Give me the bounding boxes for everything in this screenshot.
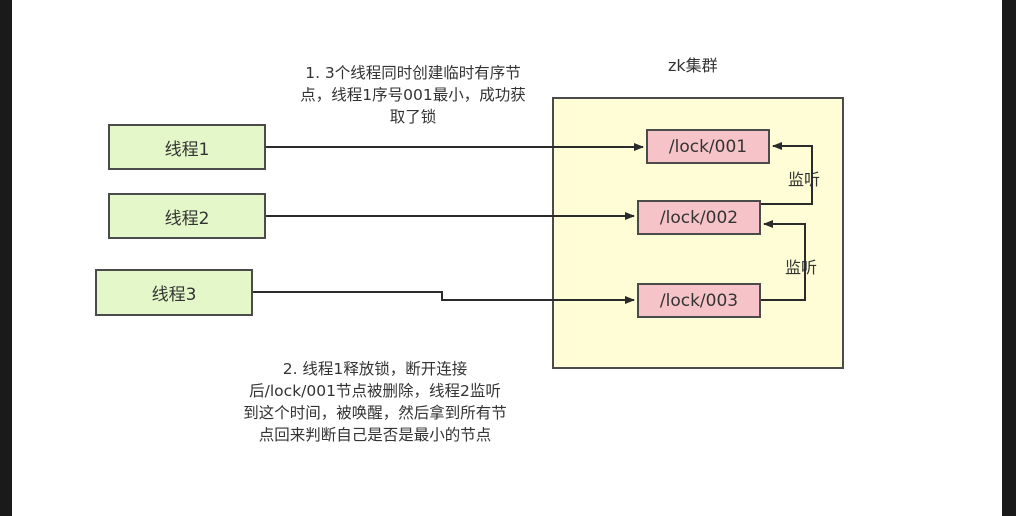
note-step-2-line: 到这个时间，被唤醒，然后拿到所有节 bbox=[243, 404, 507, 422]
note-step-2: 2. 线程1释放锁，断开连接 后/lock/001节点被删除，线程2监听 到这个… bbox=[170, 358, 580, 446]
thread-2-box: 线程2 bbox=[108, 193, 266, 239]
note-step-2-line: 2. 线程1释放锁，断开连接 bbox=[282, 360, 468, 378]
thread-3-label: 线程3 bbox=[151, 285, 197, 305]
node-lock-002-label: /lock/002 bbox=[659, 207, 739, 228]
right-dark-border bbox=[1002, 0, 1016, 516]
note-step-1-line: 取了锁 bbox=[389, 108, 437, 126]
node-lock-001: /lock/001 bbox=[646, 129, 770, 164]
node-lock-002: /lock/002 bbox=[637, 200, 761, 235]
thread-2-label: 线程2 bbox=[164, 208, 210, 229]
arrow-watch-003-to-002 bbox=[761, 220, 806, 301]
thread-1-box: 线程1 bbox=[108, 124, 266, 170]
node-lock-003-label: /lock/003 bbox=[659, 290, 739, 311]
node-lock-003: /lock/003 bbox=[637, 283, 761, 318]
note-step-1: 1. 3个线程同时创建临时有序节 点，线程1序号001最小，成功获 取了锁 bbox=[248, 62, 578, 128]
watch-label-2: 监听 bbox=[785, 258, 818, 277]
note-step-1-line: 1. 3个线程同时创建临时有序节 bbox=[305, 64, 521, 82]
arrow-thread3-to-lock003 bbox=[253, 291, 635, 304]
node-lock-001-label: /lock/001 bbox=[668, 136, 748, 157]
thread-1-label: 线程1 bbox=[164, 139, 210, 160]
thread-3-box: 线程3 bbox=[95, 269, 253, 316]
cluster-title: zk集群 bbox=[668, 56, 718, 75]
note-step-2-line: 后/lock/001节点被删除，线程2监听 bbox=[249, 382, 501, 400]
arrow-watch-002-to-001 bbox=[761, 142, 813, 205]
note-step-2-line: 点回来判断自己是否是最小的节点 bbox=[258, 426, 492, 444]
note-step-1-line: 点，线程1序号001最小，成功获 bbox=[300, 86, 526, 104]
left-dark-border bbox=[0, 0, 12, 516]
